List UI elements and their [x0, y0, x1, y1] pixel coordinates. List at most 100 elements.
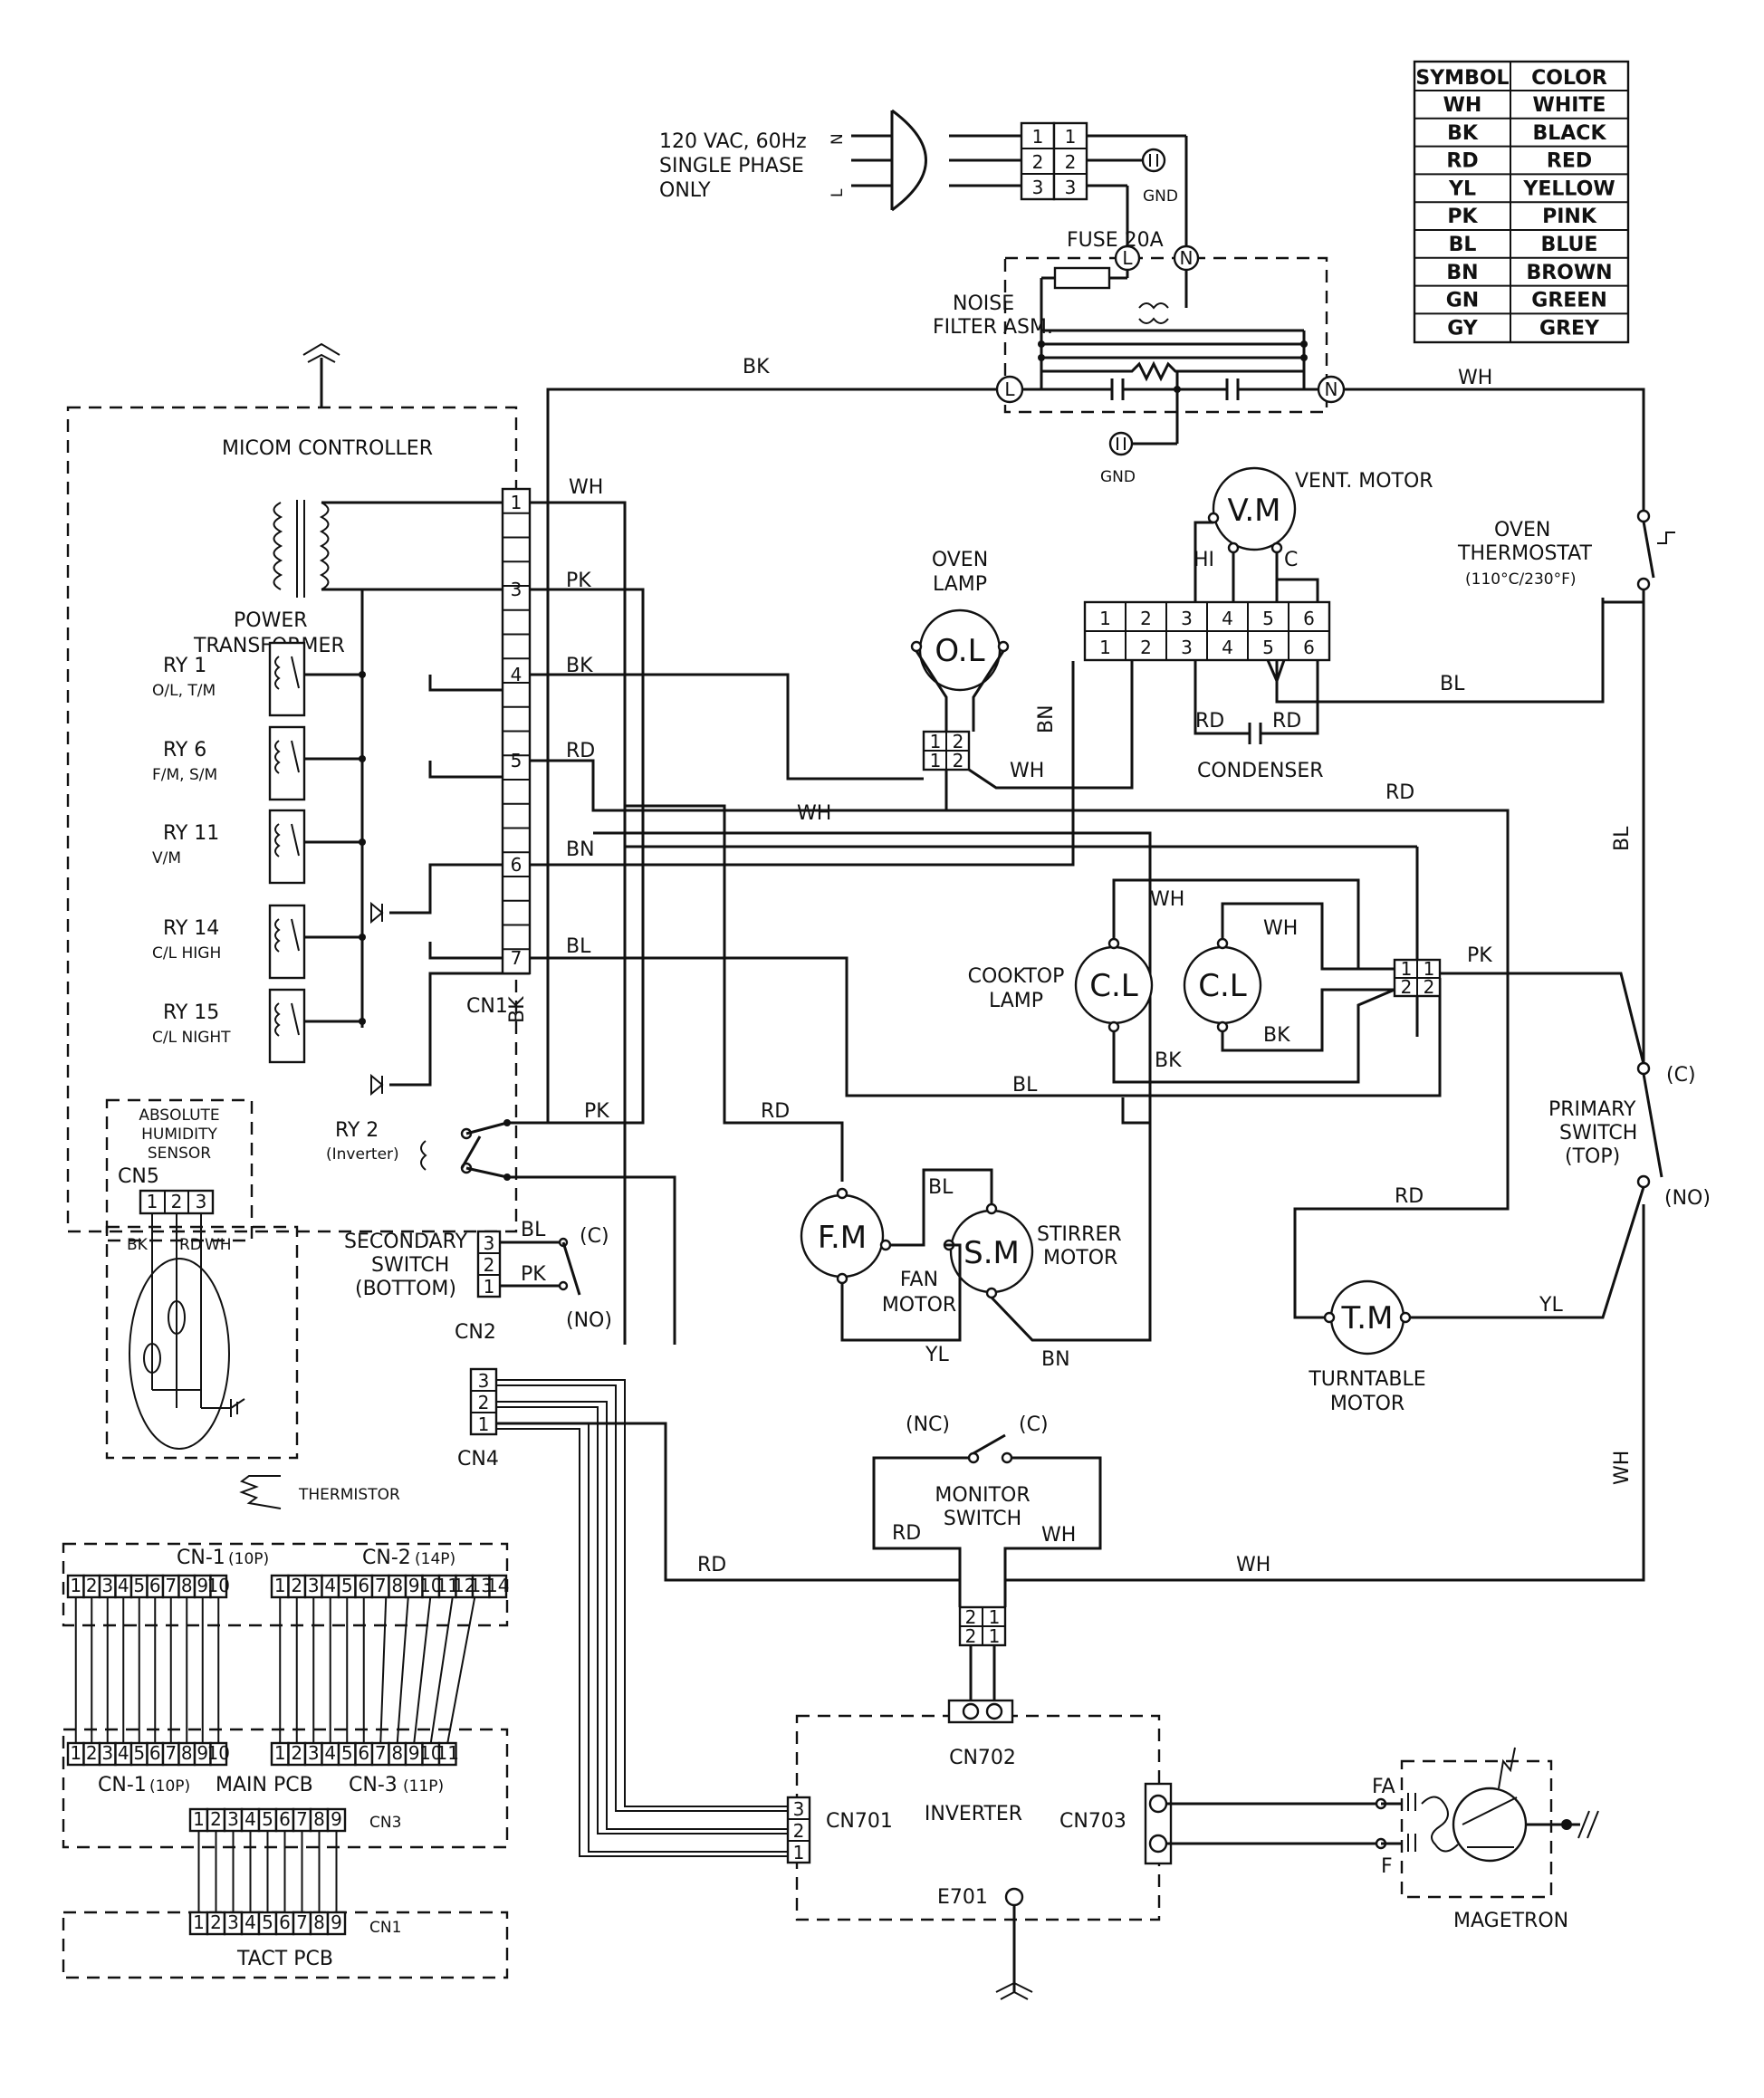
- wire-label-bl-cooktop: BL: [1012, 1074, 1038, 1097]
- wire-label-bl-fan: BL: [928, 1176, 954, 1199]
- vent-terminal-pin-top: 4: [1222, 608, 1233, 629]
- wire-label-rd-tt: RD: [1395, 1185, 1424, 1208]
- main-cn1-bot-pin: 10: [207, 1742, 230, 1764]
- legend-color: GREEN: [1531, 290, 1606, 312]
- wire-label-pk-cn1: PK: [566, 570, 591, 592]
- main-cn1-top-pin: 7: [165, 1575, 177, 1596]
- power-only-label: ONLY: [659, 179, 711, 202]
- transformer-label-1: POWER: [234, 609, 308, 632]
- power-gnd-label: GND: [1143, 187, 1178, 206]
- main-cn3-pin: 4: [244, 1808, 256, 1830]
- legend-symbol: BL: [1449, 234, 1477, 256]
- legend-color: GREY: [1539, 317, 1600, 340]
- tact-cn1-pin: 8: [313, 1911, 325, 1933]
- secondary-label-3: (BOTTOM): [355, 1278, 456, 1300]
- cooktop-conn-2a: 2: [1401, 976, 1413, 998]
- main-cn2-top-pin: 9: [408, 1575, 420, 1596]
- main-cn1-top-pin: 6: [149, 1575, 161, 1596]
- oven-lamp: OVEN LAMP O.L 1 2 1 2 WH BN: [910, 549, 1134, 810]
- oven-lamp-symbol: O.L: [935, 633, 984, 669]
- wire-label-bk-cl1: BK: [1155, 1049, 1182, 1072]
- relay-name: RY 11: [163, 822, 219, 845]
- cn5-label: CN5: [118, 1165, 159, 1188]
- main-cn3-label: CN3: [369, 1814, 401, 1832]
- legend-color: BROWN: [1526, 262, 1612, 284]
- cn1-label: CN1: [466, 995, 508, 1018]
- cn5-pin-2: 2: [171, 1191, 183, 1212]
- vent-terminal-pin-top: 1: [1099, 608, 1111, 629]
- inverter: CN702 INVERTER 3 2 1 CN701 CN703 E701: [786, 1699, 1376, 2000]
- wire-label-wh-cl2: WH: [1263, 917, 1298, 940]
- magnetron-fa-label: FA: [1372, 1776, 1395, 1798]
- ribbon-cables: [74, 1596, 476, 1912]
- tact-cn1-pin: 9: [331, 1911, 342, 1933]
- cooktop-lamps: 1 1 2 2 C.L C.L WH WH BK BK COOKTOP LAMP…: [625, 845, 1645, 1097]
- monitor-conn-2b: 2: [965, 1625, 977, 1647]
- main-cn3-pin: 3: [227, 1808, 239, 1830]
- legend-color: WHITE: [1533, 94, 1606, 117]
- cooktop-label-1: COOKTOP: [968, 965, 1065, 988]
- sensor-element-2: [143, 1343, 161, 1374]
- main-cn2-top-pins: (14P): [415, 1550, 455, 1568]
- power-pin-2a: 2: [1032, 151, 1044, 173]
- wire-label-rd-right: RD: [1385, 781, 1414, 804]
- stirrer-motor-label-2: MOTOR: [1043, 1247, 1117, 1269]
- main-cn2-top-label: CN-2: [362, 1547, 411, 1569]
- vent-terminal-pin-bottom: 4: [1222, 637, 1233, 658]
- main-cn2-top-pin: 14: [486, 1575, 509, 1596]
- legend-symbol: GY: [1447, 317, 1479, 340]
- secondary-c-label: (C): [580, 1225, 609, 1248]
- cn701-label: CN701: [826, 1810, 893, 1833]
- wire-label-rd-cond-1: RD: [1195, 710, 1224, 733]
- filter-gnd-label: GND: [1100, 468, 1136, 486]
- micom-controller: MICOM CONTROLLER POWER TRANSFORMER RY 1O…: [66, 342, 532, 1233]
- cooktop-conn-1a: 1: [1401, 958, 1413, 980]
- power-pin-1a: 1: [1032, 126, 1044, 148]
- main-cn3-bot-pin: 8: [391, 1742, 403, 1764]
- power-plug: [890, 109, 927, 212]
- vent-motor-hi-label: HI: [1194, 549, 1214, 571]
- cn2-label: CN2: [455, 1321, 496, 1344]
- wire-label-bl-thermo: BL: [1440, 673, 1465, 695]
- cn4-label: CN4: [457, 1448, 499, 1471]
- main-cn1-bot-pin: 4: [118, 1742, 129, 1764]
- magnetron-f-label: F: [1381, 1855, 1393, 1878]
- cn701-pin-2: 2: [793, 1820, 805, 1842]
- main-cn3-bot-label: CN-3: [349, 1774, 398, 1796]
- main-cn3-bot-pin: 2: [291, 1742, 302, 1764]
- vent-terminal-pin-bottom: 2: [1140, 637, 1152, 658]
- vent-terminal-pin-top: 3: [1181, 608, 1193, 629]
- relay-bank: RY 1O/L, T/MRY 6F/M, S/MRY 11V/MRY 14C/L…: [152, 641, 530, 1097]
- monitor-nc-label: (NC): [906, 1413, 950, 1436]
- power-l-label: L: [829, 188, 847, 197]
- main-cn2-top-pin: 4: [324, 1575, 336, 1596]
- legend-color: YELLOW: [1522, 177, 1615, 200]
- monitor-label-1: MONITOR: [935, 1484, 1030, 1507]
- wire-label-rd-cond-2: RD: [1272, 710, 1301, 733]
- legend-color: RED: [1547, 150, 1592, 173]
- wire-label-rd-monitor: RD: [892, 1522, 921, 1545]
- magnetron: FA F MAGETRON: [1372, 1747, 1599, 1932]
- cn1-pin: 4: [511, 664, 522, 685]
- thermistor-label: THERMISTOR: [298, 1486, 400, 1504]
- wire-label-wh-mid: WH: [797, 802, 831, 825]
- diode-icon: [370, 901, 384, 924]
- lamp-conn-1a: 1: [930, 731, 942, 752]
- main-cn3-bot-pin: 7: [375, 1742, 387, 1764]
- main-cn1-bot-pin: 6: [149, 1742, 161, 1764]
- main-cn2-top-pin: 6: [358, 1575, 369, 1596]
- relay-sub: C/L HIGH: [152, 944, 221, 963]
- monitor-label-2: SWITCH: [944, 1508, 1021, 1530]
- cooktop-lamp-2-symbol: C.L: [1198, 968, 1247, 1004]
- cooktop-conn-1b: 1: [1424, 958, 1435, 980]
- cn5-pin-1: 1: [147, 1191, 158, 1212]
- main-cn3-pin: 5: [262, 1808, 273, 1830]
- humidity-label-2: HUMIDITY: [141, 1126, 217, 1144]
- monitor-conn-2a: 2: [965, 1606, 977, 1628]
- wire-label-rd-fan: RD: [761, 1100, 790, 1123]
- turntable-label-1: TURNTABLE: [1308, 1368, 1425, 1391]
- cn703-label: CN703: [1059, 1810, 1126, 1833]
- vent-motor-c-label: C: [1284, 549, 1298, 571]
